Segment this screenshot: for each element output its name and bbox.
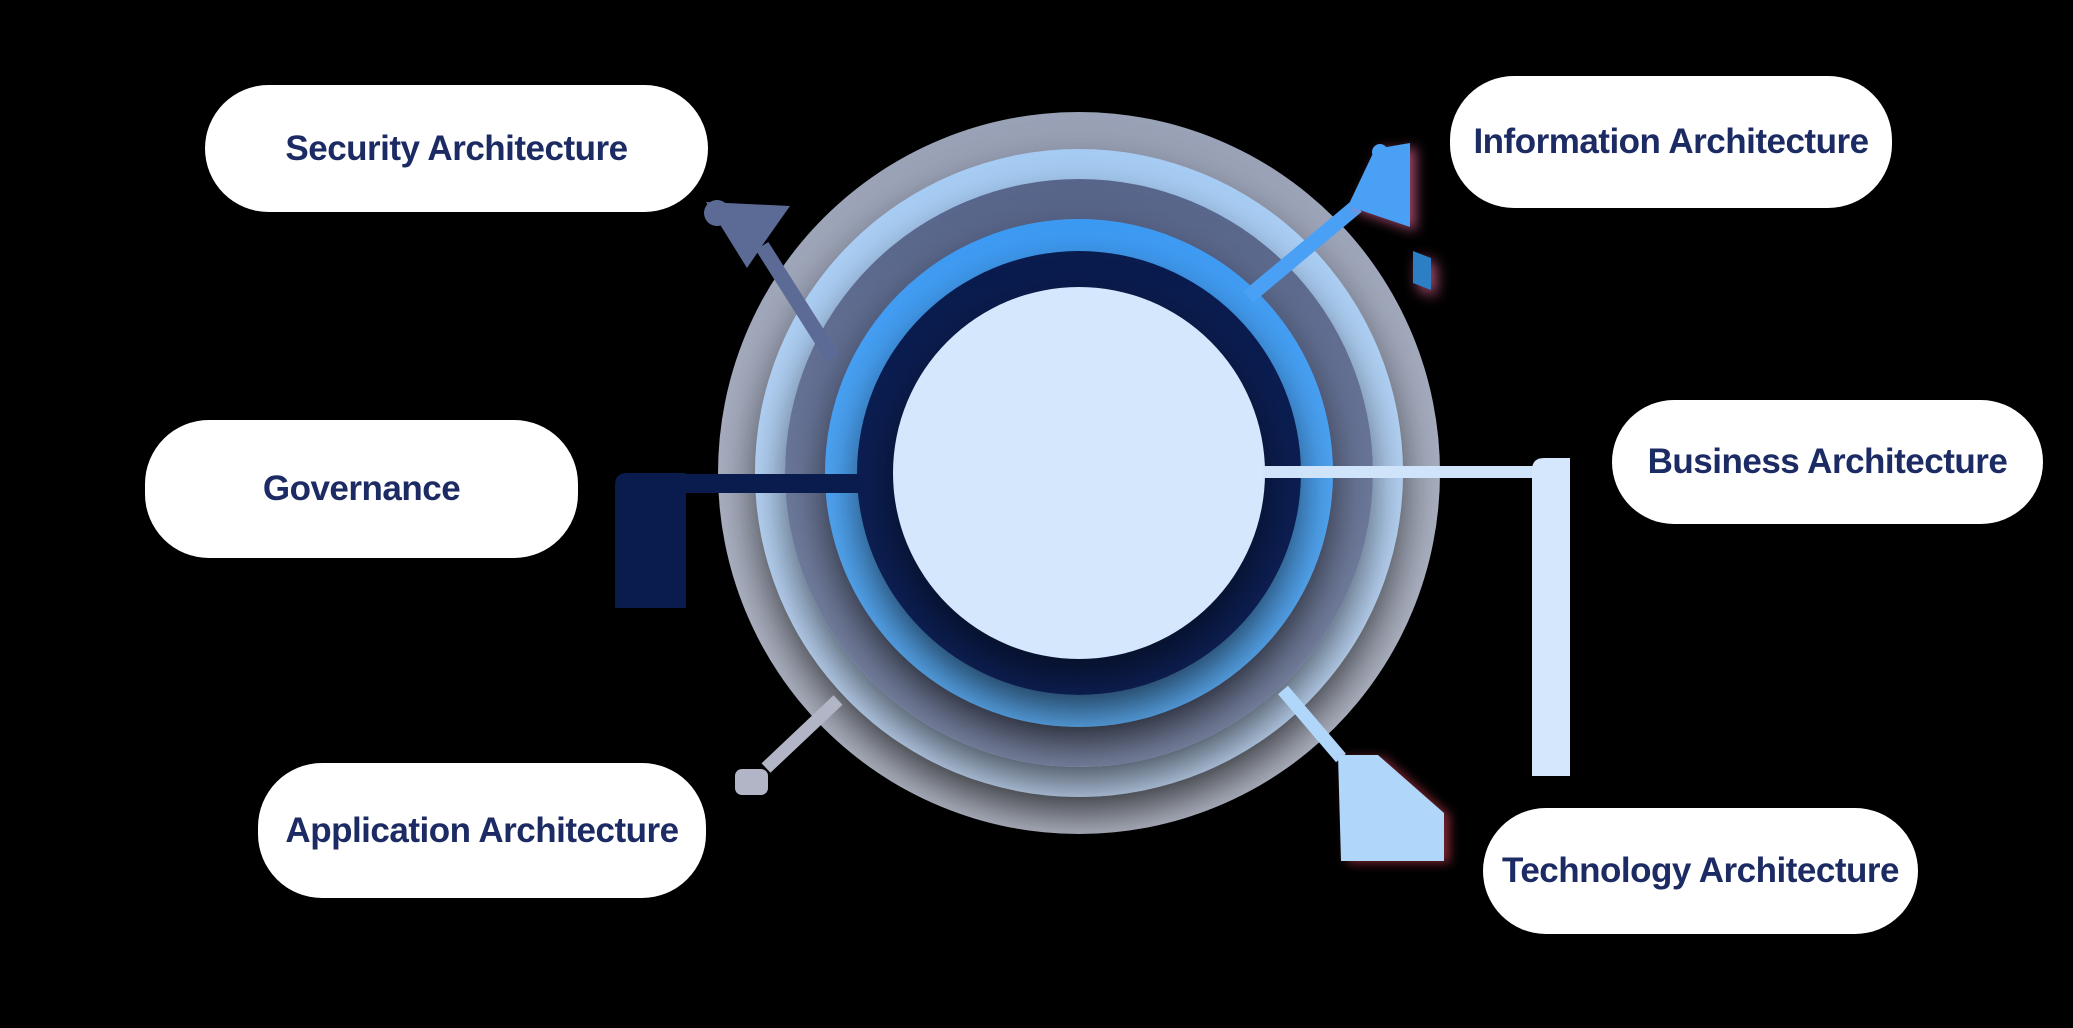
information-flag-icon	[1348, 143, 1410, 227]
business-label-text: Business Architecture	[1647, 442, 2008, 481]
label-application-architecture: Application Architecture	[258, 763, 706, 898]
governance-label-text: Governance	[262, 469, 461, 508]
application-arrow-end	[735, 769, 768, 795]
information-label-text: Information Architecture	[1473, 122, 1869, 161]
label-security-architecture: Security Architecture	[205, 85, 708, 212]
information-flag-fold	[1413, 251, 1431, 290]
technology-label-text: Technology Architecture	[1502, 851, 1899, 890]
governance-block	[615, 473, 686, 608]
label-technology-architecture: Technology Architecture	[1483, 808, 1918, 934]
label-governance: Governance	[145, 420, 578, 558]
business-bar	[1532, 458, 1570, 776]
application-label-text: Application Architecture	[285, 810, 679, 850]
technology-flag-icon	[1338, 755, 1444, 861]
label-business-architecture: Business Architecture	[1612, 400, 2043, 524]
label-information-architecture: Information Architecture	[1450, 76, 1892, 208]
business-center-circle	[893, 287, 1265, 659]
security-arrow-tip-knob	[704, 200, 730, 226]
security-arrowhead-icon	[706, 202, 790, 268]
security-label-text: Security Architecture	[285, 128, 628, 168]
information-flag-tip	[1372, 144, 1388, 160]
